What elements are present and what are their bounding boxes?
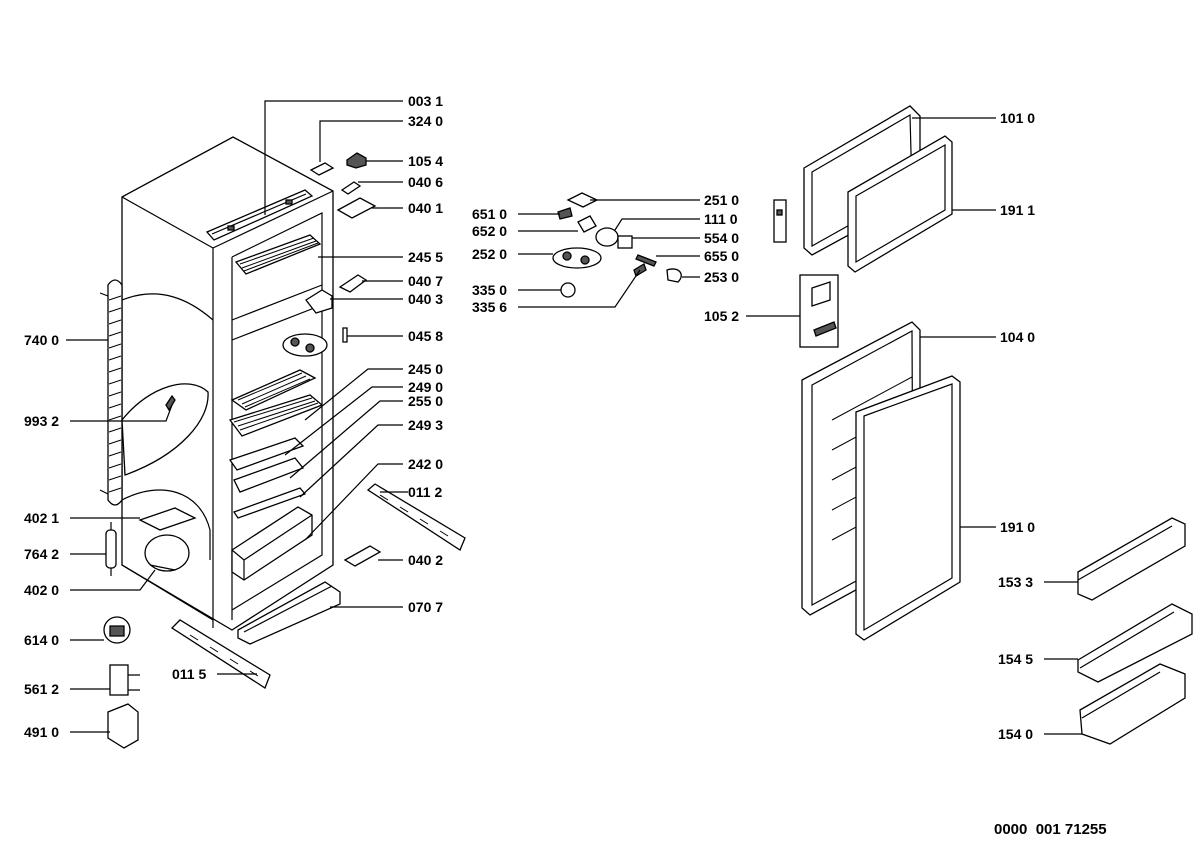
label-111-0: 111 0 (704, 211, 738, 227)
label-255-0: 255 0 (408, 393, 443, 409)
label-651-0: 651 0 (472, 206, 507, 222)
label-101-0: 101 0 (1000, 110, 1035, 126)
hinge-cover-part (773, 199, 839, 348)
label-554-0: 554 0 (704, 230, 739, 246)
label-249-0: 249 0 (408, 379, 443, 395)
label-040-6: 040 6 (408, 174, 443, 190)
leader-lines (66, 100, 1082, 735)
top-hinge-parts (309, 152, 377, 219)
drawing-code: 0000 001 71255 (994, 821, 1107, 838)
label-335-0: 335 0 (472, 282, 507, 298)
label-191-1: 191 1 (1000, 202, 1035, 218)
label-191-0: 191 0 (1000, 519, 1035, 535)
label-154-5: 154 5 (998, 651, 1033, 667)
label-242-0: 242 0 (408, 456, 443, 472)
label-402-0: 402 0 (24, 582, 59, 598)
label-011-2: 011 2 (408, 484, 442, 500)
fridge-door-part (801, 321, 961, 641)
top-cover-part (205, 189, 314, 241)
label-070-7: 070 7 (408, 599, 443, 615)
label-045-8: 045 8 (408, 328, 443, 344)
bottom-parts (170, 483, 466, 689)
label-040-3: 040 3 (408, 291, 443, 307)
filter-drier-part (105, 522, 117, 576)
control-parts (552, 192, 682, 298)
freezer-door-part (803, 105, 953, 273)
label-011-5: 011 5 (172, 666, 206, 682)
label-652-0: 652 0 (472, 223, 507, 239)
label-105-4: 105 4 (408, 153, 443, 169)
label-040-2: 040 2 (408, 552, 443, 568)
condenser-coil-part (99, 279, 123, 506)
label-245-5: 245 5 (408, 249, 443, 265)
label-252-0: 252 0 (472, 246, 507, 262)
label-335-6: 335 6 (472, 299, 507, 315)
label-251-0: 251 0 (704, 192, 739, 208)
compressor-part (121, 489, 211, 572)
label-324-0: 324 0 (408, 113, 443, 129)
label-040-1: 040 1 (408, 200, 443, 216)
freezer-shelf-part (234, 234, 322, 275)
label-402-1: 402 1 (24, 510, 59, 526)
label-104-0: 104 0 (1000, 329, 1035, 345)
part-labels: 003 1 324 0 105 4 040 6 040 1 245 5 040 … (24, 93, 1107, 838)
label-655-0: 655 0 (704, 248, 739, 264)
thermostat-housing-part (282, 333, 328, 357)
electrical-parts (103, 616, 140, 749)
crisper-drawer-part (231, 506, 313, 581)
label-561-2: 561 2 (24, 681, 59, 697)
evaporator-plate-part (121, 383, 209, 476)
fridge-shelves-part (228, 369, 324, 519)
door-shelves-part (1077, 517, 1193, 745)
label-245-0: 245 0 (408, 361, 443, 377)
label-040-7: 040 7 (408, 273, 443, 289)
label-153-3: 153 3 (998, 574, 1033, 590)
label-105-2: 105 2 (704, 308, 739, 324)
label-491-0: 491 0 (24, 724, 59, 740)
label-740-0: 740 0 (24, 332, 59, 348)
label-764-2: 764 2 (24, 546, 59, 562)
middle-hinge-parts (305, 274, 368, 343)
label-253-0: 253 0 (704, 269, 739, 285)
label-154-0: 154 0 (998, 726, 1033, 742)
label-003-1: 003 1 (408, 93, 443, 109)
label-249-3: 249 3 (408, 417, 443, 433)
label-993-2: 993 2 (24, 413, 59, 429)
label-614-0: 614 0 (24, 632, 59, 648)
